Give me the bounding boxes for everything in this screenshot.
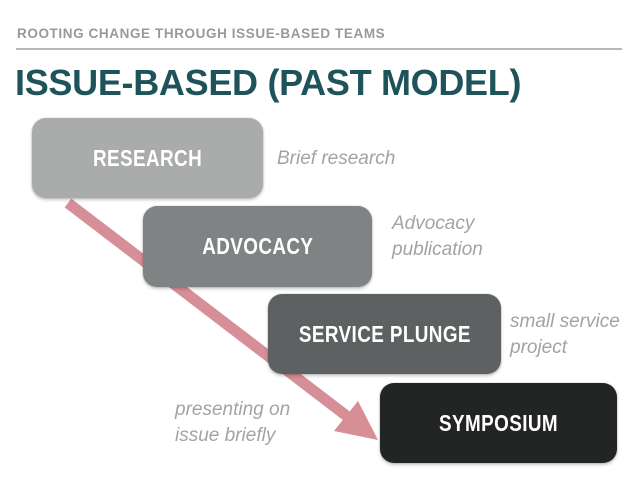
step-box-advocacy: ADVOCACY — [143, 206, 372, 287]
step-note-symposium: presenting on issue briefly — [175, 399, 291, 447]
step-note-service-plunge: small service project — [510, 311, 620, 359]
arrow-head-icon — [334, 401, 378, 440]
slide-title: ISSUE-BASED (PAST MODEL) — [15, 62, 522, 103]
arrow-shaft — [64, 198, 352, 422]
slide-kicker: ROOTING CHANGE THROUGH ISSUE-BASED TEAMS — [17, 26, 386, 41]
step-label-research: RESEARCH — [92, 144, 203, 171]
step-label-advocacy: ADVOCACY — [201, 233, 314, 259]
step-note-research: Brief research — [277, 148, 396, 169]
step-box-research: RESEARCH — [32, 118, 263, 198]
step-note-advocacy: Advocacy publication — [392, 213, 483, 261]
step-label-service-plunge: SERVICE PLUNGE — [298, 320, 471, 347]
step-label-symposium: SYMPOSIUM — [439, 409, 558, 436]
kicker-divider — [16, 48, 622, 50]
step-box-symposium: SYMPOSIUM — [380, 383, 617, 463]
step-box-service-plunge: SERVICE PLUNGE — [268, 294, 501, 374]
